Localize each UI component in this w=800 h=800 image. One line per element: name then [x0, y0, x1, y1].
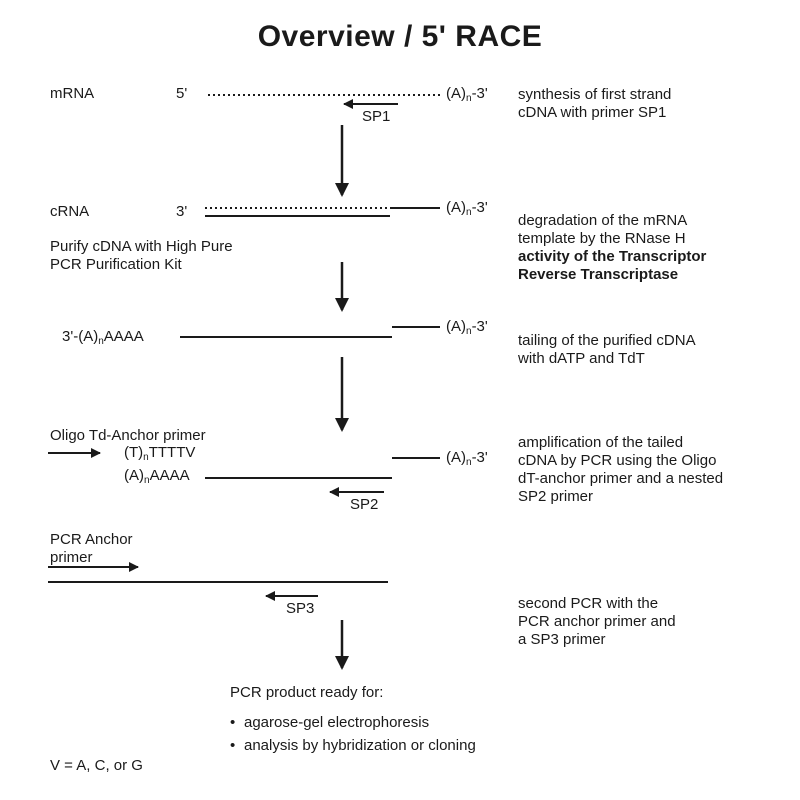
polya-label-2: (A)n-3': [446, 199, 488, 218]
purify-note-line1: Purify cDNA with High Pure: [50, 238, 233, 255]
pcr-anchor-label-line1: PCR Anchor: [50, 531, 133, 548]
tail-label-4: (A)nAAAA: [124, 467, 190, 486]
product-bullet-1: •agarose-gel electrophoresis: [230, 714, 430, 731]
step3-description: tailing of the purified cDNA with dATP a…: [518, 332, 696, 367]
tail-label-3: 3'-(A)nAAAA: [62, 328, 144, 347]
three-prime-end-label: 3': [176, 203, 188, 220]
sp1-label: SP1: [362, 108, 391, 125]
step5-description: second PCR with the PCR anchor primer an…: [518, 595, 676, 648]
oligo-sequence-label: (T)nTTTTV: [124, 444, 196, 463]
step4-description: amplification of the tailed cDNA by PCR …: [518, 434, 724, 505]
polya-label-3: (A)n-3': [446, 318, 488, 337]
product-heading: PCR product ready for:: [230, 684, 384, 701]
pcr-anchor-label-line2: primer: [50, 549, 93, 566]
footnote: V = A, C, or G: [50, 757, 143, 774]
polya-label-1: (A)n-3': [446, 85, 488, 104]
sp2-label: SP2: [350, 496, 379, 513]
sp3-label: SP3: [286, 600, 315, 617]
step1-description: synthesis of first strand cDNA with prim…: [518, 86, 672, 121]
polya-label-4: (A)n-3': [446, 449, 488, 468]
product-bullet-2: •analysis by hybridization or cloning: [230, 737, 476, 754]
oligo-anchor-primer-label: Oligo Td-Anchor primer: [50, 427, 206, 444]
step2-description: degradation of the mRNA template by the …: [518, 212, 707, 283]
crna-label: cRNA: [50, 203, 90, 220]
page-title: Overview / 5' RACE: [257, 20, 543, 53]
purify-note-line2: PCR Purification Kit: [50, 256, 182, 273]
five-prime-end-label: 5': [176, 85, 188, 102]
mrna-label: mRNA: [50, 85, 95, 102]
